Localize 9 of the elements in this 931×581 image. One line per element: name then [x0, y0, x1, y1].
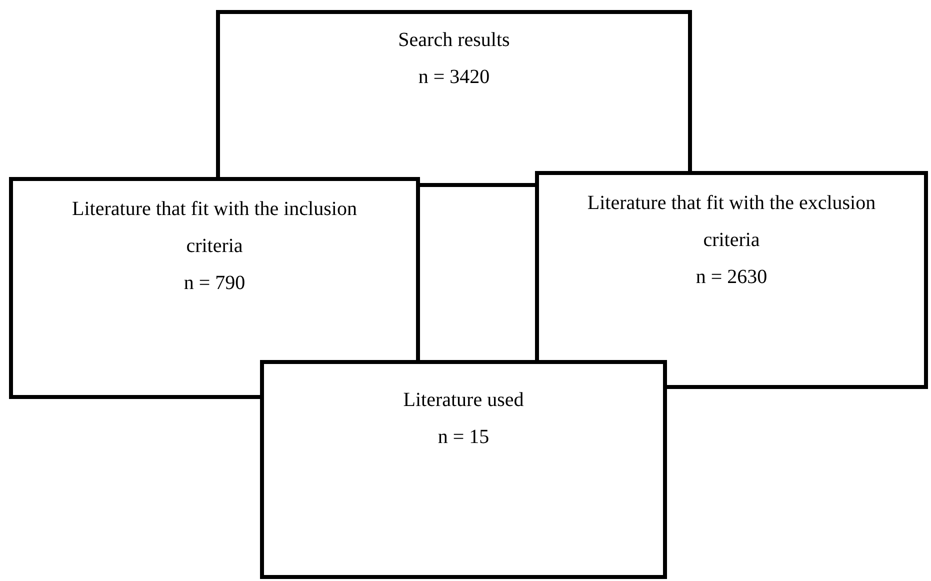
process-box	[535, 171, 928, 389]
process-box	[260, 360, 667, 579]
box-heading: Literature used	[403, 388, 524, 413]
count-label: n = 790	[184, 271, 246, 296]
process-box	[216, 10, 692, 187]
count-label: n = 2630	[696, 265, 768, 290]
box-heading: Search results	[398, 28, 510, 53]
count-label: n = 15	[438, 425, 490, 450]
count-label: n = 3420	[418, 65, 490, 90]
